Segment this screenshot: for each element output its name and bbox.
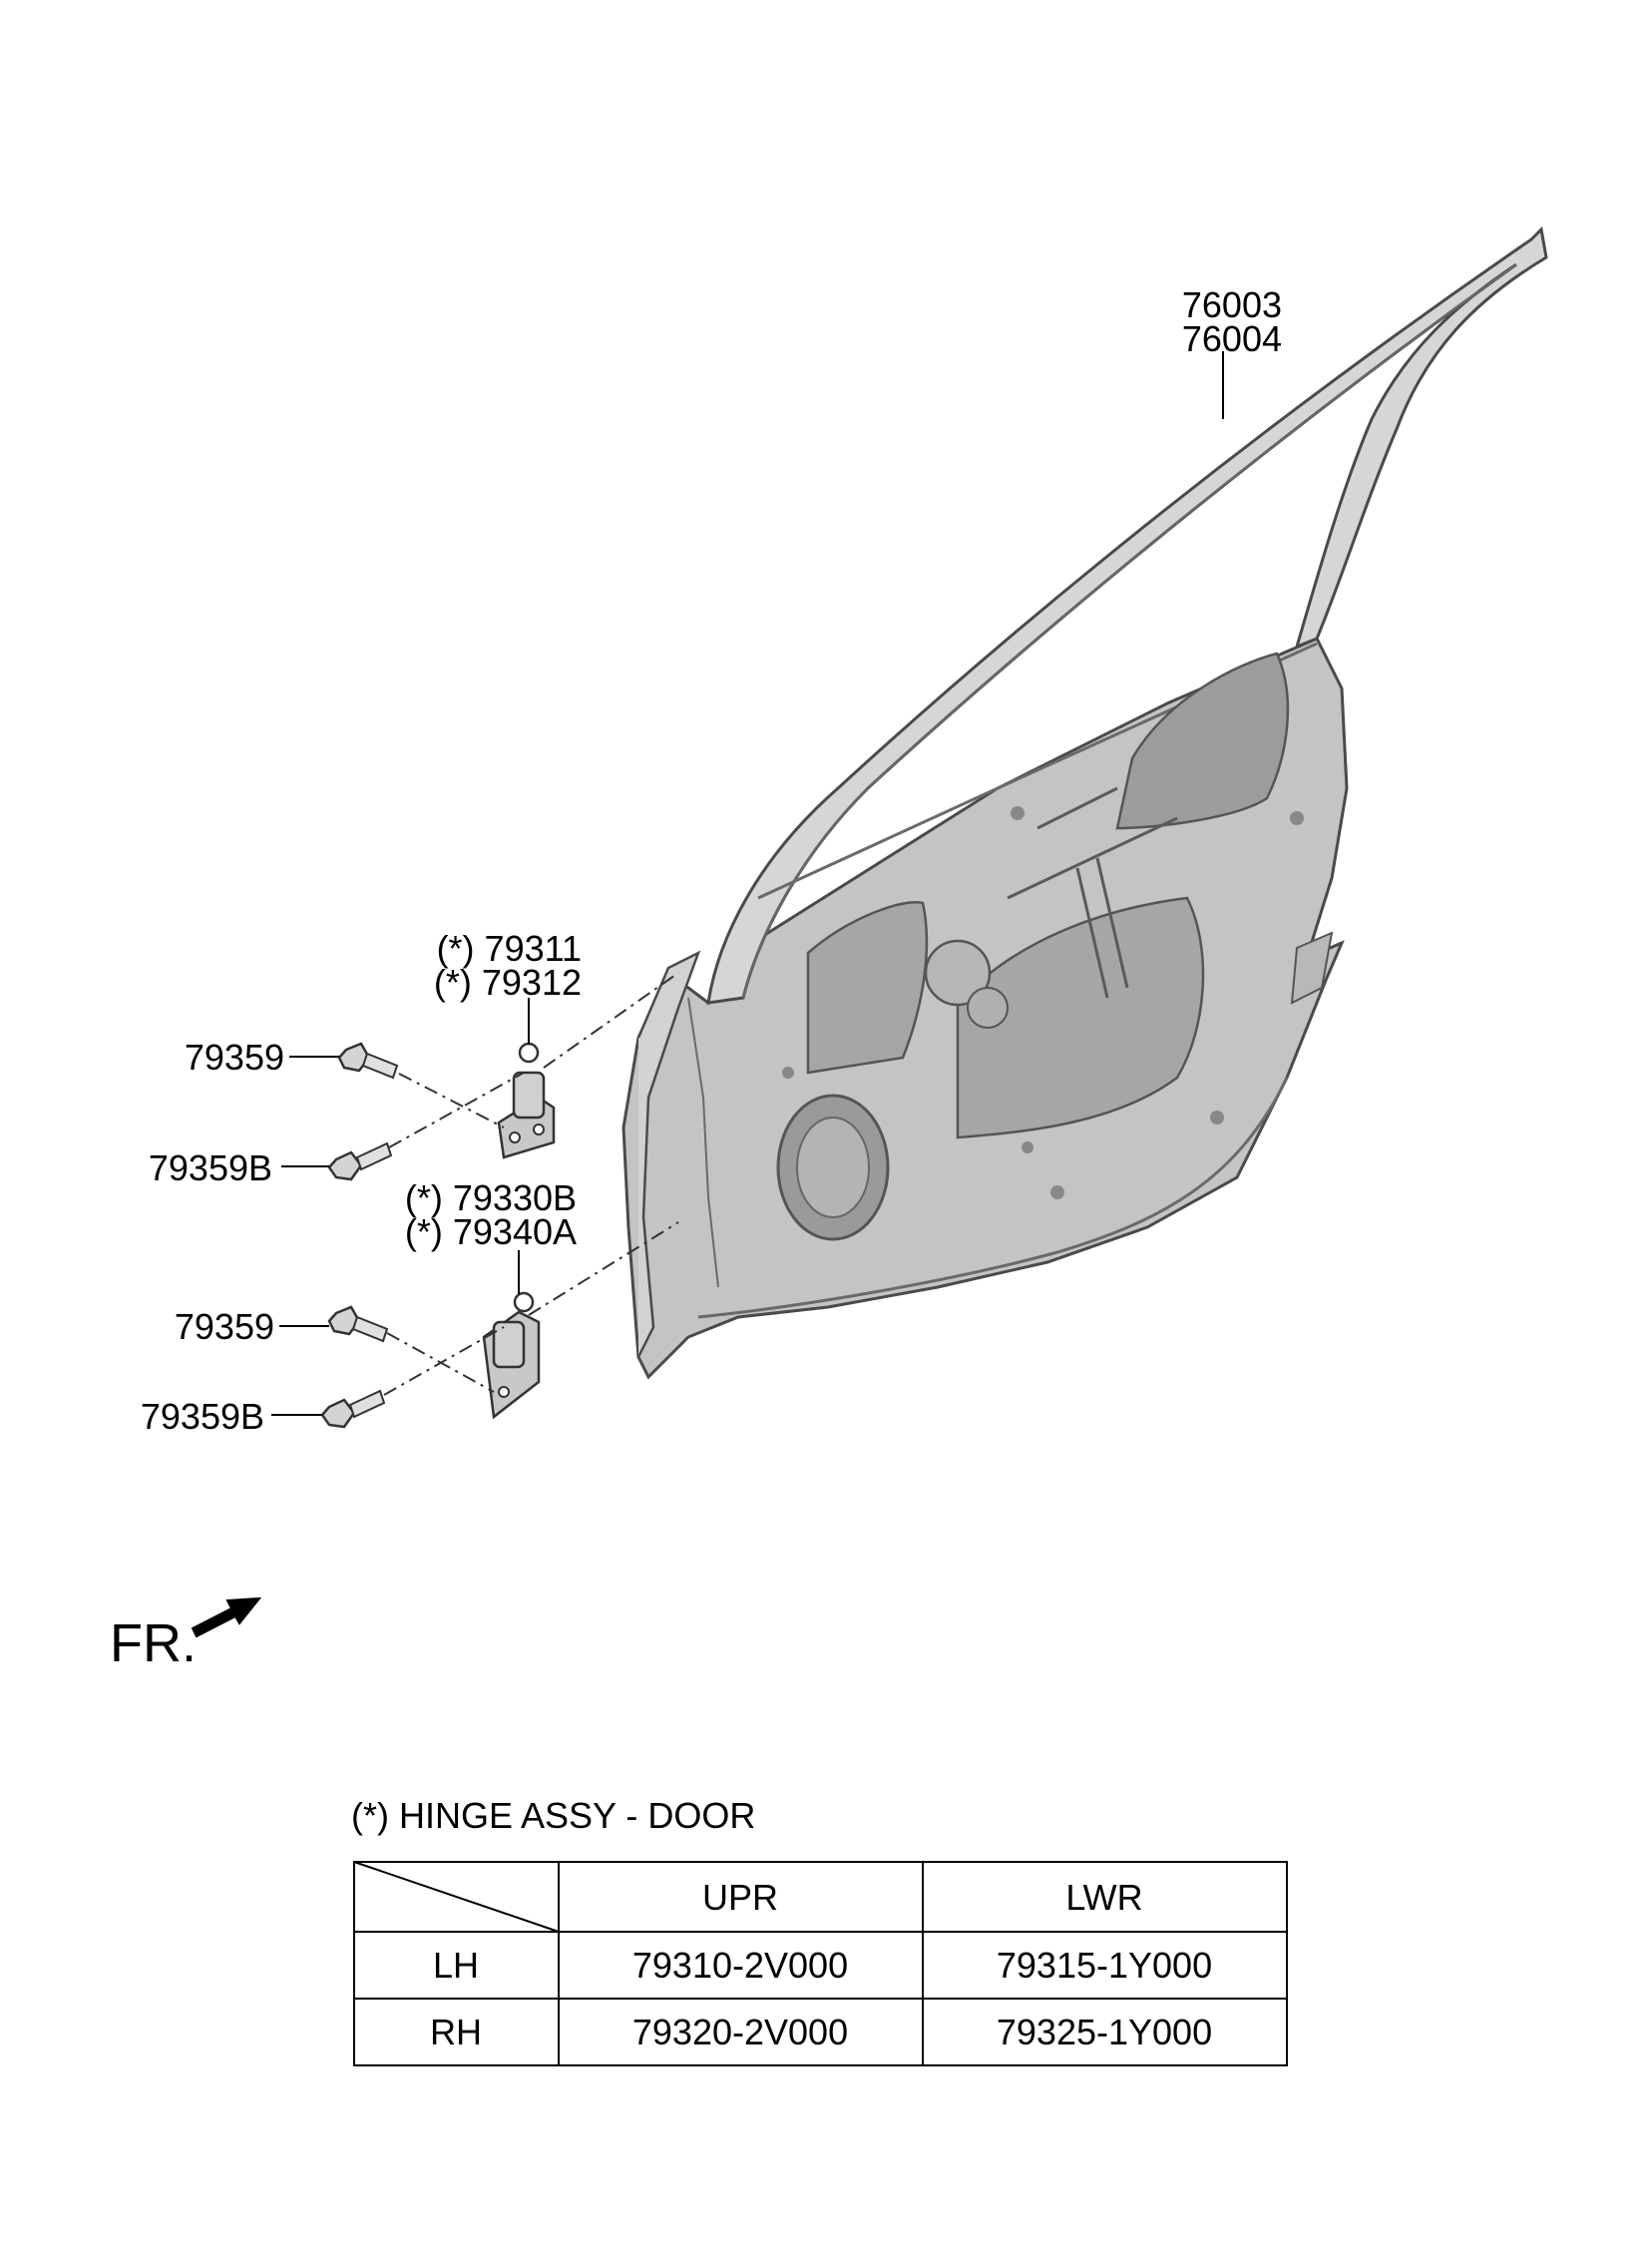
label-upper-hinge-2: (*) 79312 (434, 962, 582, 1003)
door-panel (621, 226, 1548, 1380)
table-header-upr: UPR (702, 1877, 778, 1918)
hinge-table (353, 1861, 1288, 2066)
leader-lines (271, 351, 1224, 1416)
table-header-lwr: LWR (1065, 1877, 1142, 1918)
label-lower-bolt: 79359 (175, 1306, 274, 1347)
label-upper-bolt-b: 79359B (149, 1147, 272, 1188)
table-row-rh-lwr: 79325-1Y000 (997, 2012, 1212, 2052)
lower-bolt-b (320, 1389, 386, 1429)
label-upper-bolt: 79359 (185, 1037, 284, 1078)
upper-bolt-b (327, 1141, 393, 1181)
upper-bolt (337, 1042, 399, 1080)
front-indicator-label: FR. (110, 1613, 197, 1673)
label-lower-hinge-2: (*) 79340A (405, 1211, 577, 1252)
label-door-panel-1: 76003 (1182, 284, 1282, 325)
table-row-lh-upr: 79310-2V000 (632, 1945, 848, 1986)
table-row-lh-side: LH (433, 1945, 479, 1986)
label-lower-hinge-1: (*) 79330B (405, 1177, 577, 1218)
label-lower-bolt-b: 79359B (141, 1396, 264, 1437)
table-row-lh-lwr: 79315-1Y000 (997, 1945, 1212, 1986)
upper-hinge (497, 1042, 556, 1159)
hinge-table-title: (*) HINGE ASSY - DOOR (351, 1795, 755, 1836)
table-row-rh-side: RH (430, 2012, 482, 2052)
table-row-rh-upr: 79320-2V000 (632, 2012, 848, 2052)
front-arrow-icon (191, 1596, 262, 1638)
assembly-lines (383, 972, 679, 1396)
label-upper-hinge-1: (*) 79311 (437, 928, 582, 969)
label-door-panel-2: 76004 (1182, 318, 1282, 359)
lower-bolt (327, 1305, 389, 1343)
lower-hinge (482, 1291, 541, 1420)
